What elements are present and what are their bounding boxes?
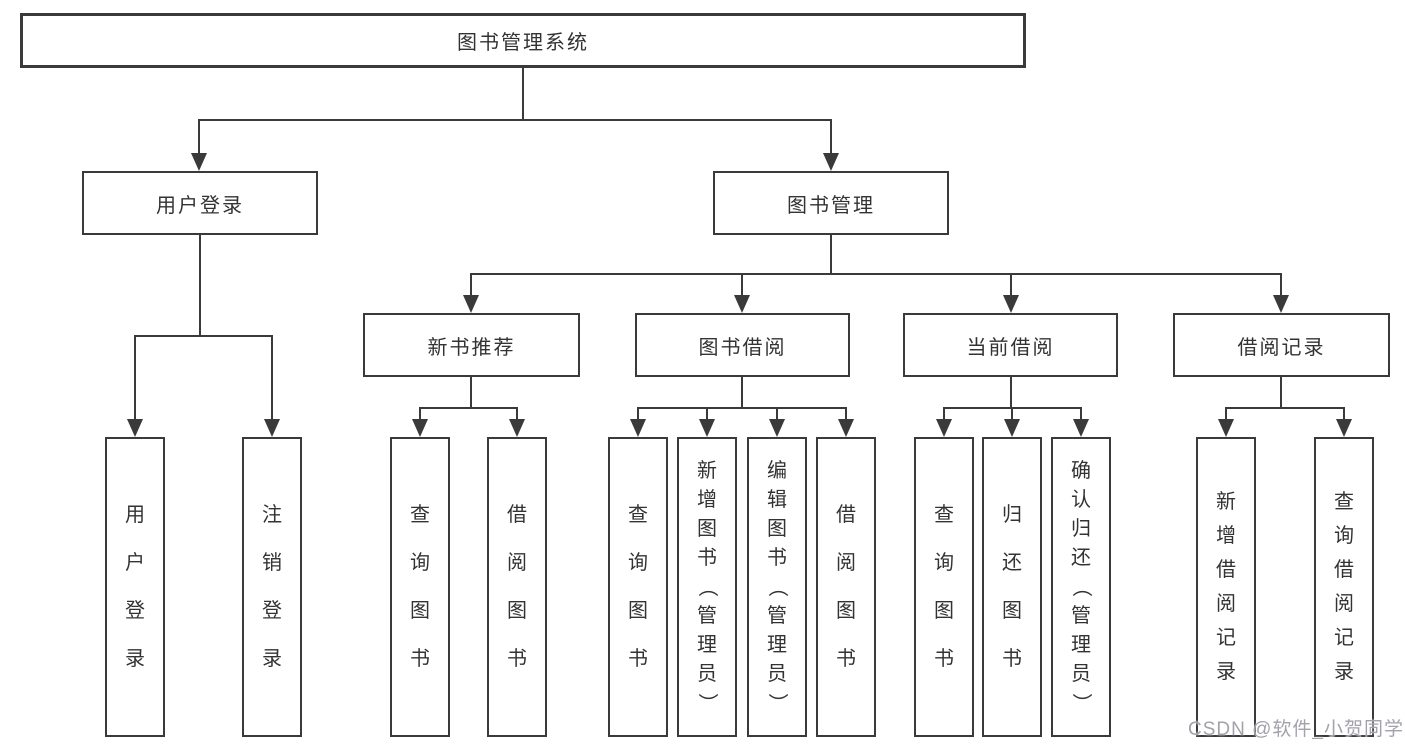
connector-line	[1225, 407, 1227, 421]
leaf-add-book-admin: 新增图书（管理员）	[677, 437, 737, 737]
connector-line	[271, 335, 273, 420]
arrow-head	[769, 419, 785, 437]
arrow-head	[191, 153, 207, 171]
connector-line	[199, 235, 201, 337]
connector-line	[198, 119, 200, 155]
arrow-head	[1273, 295, 1289, 313]
arrow-head	[936, 419, 952, 437]
connector-line	[1280, 273, 1282, 297]
connector-line	[516, 407, 518, 421]
connector-line	[845, 407, 847, 421]
arrow-head	[823, 153, 839, 171]
arrow-head	[1336, 419, 1352, 437]
leaf-logout: 注销登录	[242, 437, 302, 737]
csdn-watermark: CSDN @软件_小贺同学	[1188, 719, 1404, 740]
arrow-head	[412, 419, 428, 437]
connector-line	[470, 377, 472, 408]
arrow-head	[1218, 419, 1234, 437]
connector-line	[419, 407, 421, 421]
leaf-query-books-borrow: 查询图书	[608, 437, 668, 737]
leaf-return-book: 归还图书	[982, 437, 1042, 737]
node-book-borrow: 图书借阅	[635, 313, 850, 377]
connector-line	[637, 407, 847, 409]
connector-line	[1010, 273, 1012, 297]
connector-line	[943, 407, 945, 421]
connector-line	[776, 407, 778, 421]
connector-line	[1010, 377, 1012, 408]
node-new-book-recommend: 新书推荐	[363, 313, 580, 377]
connector-line	[741, 273, 743, 297]
connector-line	[706, 407, 708, 421]
arrow-head	[1004, 419, 1020, 437]
leaf-confirm-return-admin: 确认归还（管理员）	[1051, 437, 1111, 737]
node-user-login: 用户登录	[82, 171, 318, 235]
leaf-add-borrow-record: 新增借阅记录	[1196, 437, 1256, 737]
connector-line	[637, 407, 639, 421]
arrow-head	[264, 419, 280, 437]
connector-line	[470, 273, 472, 297]
connector-line	[830, 235, 832, 275]
leaf-query-books-current: 查询图书	[914, 437, 974, 737]
node-current-borrow: 当前借阅	[903, 313, 1118, 377]
connector-line	[198, 119, 832, 121]
connector-line	[134, 335, 136, 420]
connector-line	[741, 377, 743, 408]
arrow-head	[1003, 295, 1019, 313]
arrow-head	[463, 295, 479, 313]
leaf-query-borrow-record: 查询借阅记录	[1314, 437, 1374, 737]
arrow-head	[1073, 419, 1089, 437]
node-root: 图书管理系统	[20, 13, 1026, 68]
arrow-head	[734, 295, 750, 313]
connector-line	[1011, 407, 1013, 421]
leaf-query-books-recommend: 查询图书	[390, 437, 450, 737]
leaf-borrow-books: 借阅图书	[816, 437, 876, 737]
arrow-head	[630, 419, 646, 437]
arrow-head	[509, 419, 525, 437]
node-book-management: 图书管理	[713, 171, 949, 235]
node-borrow-records: 借阅记录	[1173, 313, 1390, 377]
arrow-head	[127, 419, 143, 437]
leaf-edit-book-admin: 编辑图书（管理员）	[747, 437, 807, 737]
connector-line	[134, 335, 273, 337]
connector-line	[1225, 407, 1345, 409]
connector-line	[470, 273, 1282, 275]
arrow-head	[699, 419, 715, 437]
connector-line	[522, 68, 524, 120]
leaf-borrow-books-recommend: 借阅图书	[487, 437, 547, 737]
arrow-head	[838, 419, 854, 437]
connector-line	[1343, 407, 1345, 421]
connector-line	[1080, 407, 1082, 421]
leaf-user-login: 用户登录	[105, 437, 165, 737]
connector-line	[830, 119, 832, 155]
connector-line	[419, 407, 518, 409]
connector-line	[1280, 377, 1282, 408]
